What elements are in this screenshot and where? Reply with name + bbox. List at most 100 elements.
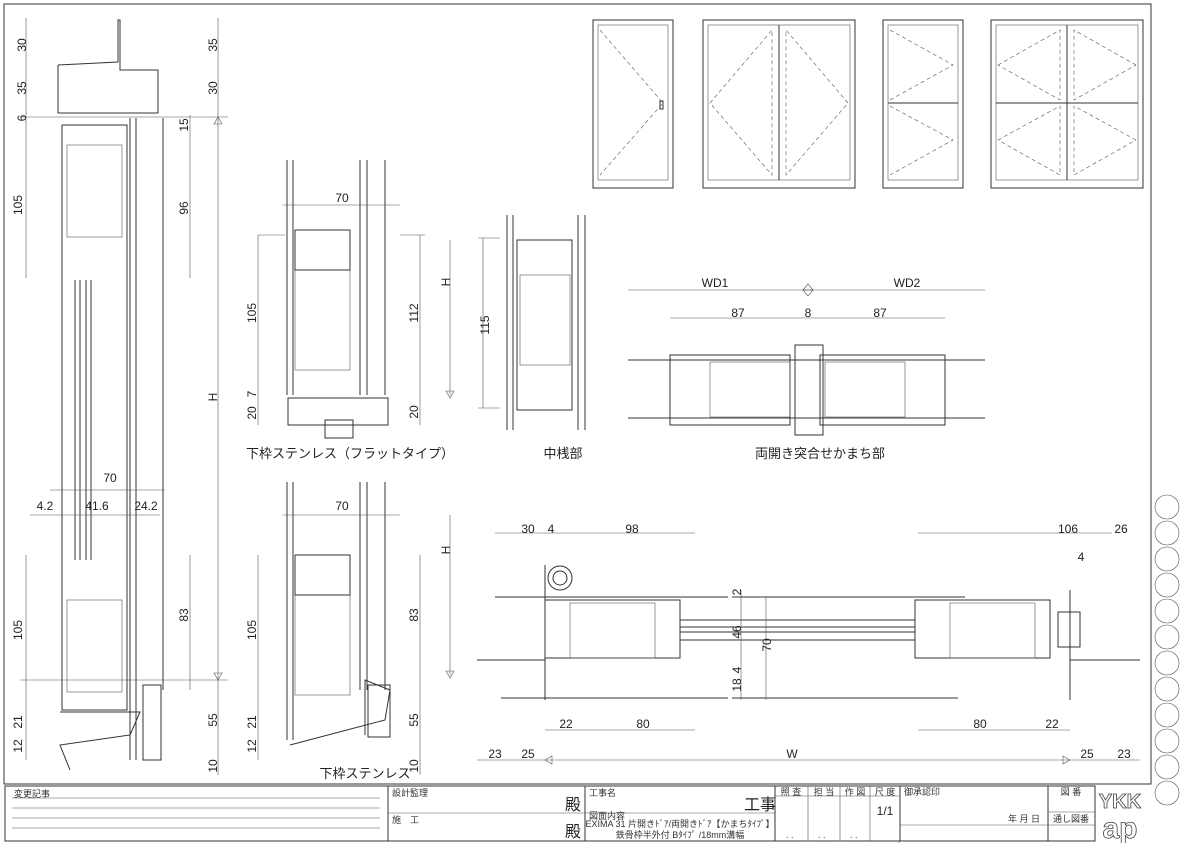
dim-98: 98 <box>625 522 639 536</box>
dim-22-right: 22 <box>1045 717 1059 731</box>
change-record-label: 変更記事 <box>14 788 50 799</box>
transom-section: 115 中桟部 <box>478 215 586 461</box>
dim-4-2: 4.2 <box>37 499 54 513</box>
dim-right-2: 30 <box>206 81 220 95</box>
door-elevation-single <box>592 19 674 189</box>
scale-label: 尺 度 <box>875 786 896 797</box>
dim-106: 106 <box>1058 522 1078 536</box>
view-label-transom: 中桟部 <box>543 446 582 461</box>
dim-width-70: 70 <box>103 471 117 485</box>
dim-left-5: 105 <box>11 620 25 640</box>
dim-80-left: 80 <box>636 717 650 731</box>
dim-87-right: 87 <box>873 306 887 320</box>
drafted-label: 作 図 <box>845 786 866 797</box>
dim-30: 30 <box>521 522 535 536</box>
dim-23-right: 23 <box>1117 747 1131 761</box>
honorific-2: 殿 <box>565 823 581 841</box>
dim-left-3: 6 <box>15 114 29 121</box>
title-block: 変更記事 設計監理 施 工 殿 殿 工事名 工事 図面内容 EXIMA 31 片… <box>4 785 1096 843</box>
dim-right-7: 10 <box>206 759 220 773</box>
dim-112: 112 <box>407 303 421 322</box>
drafted-dots: . . <box>850 830 858 840</box>
reference-circles <box>1154 494 1180 806</box>
horizontal-plan-section: 30 4 98 106 26 4 2 46 70 4 18 22 80 80 2… <box>477 522 1140 765</box>
dim-46: 46 <box>730 625 744 639</box>
dim-83: 83 <box>407 608 421 622</box>
meeting-stile-section: WD1 WD2 87 8 87 両開き突合せかまち部 <box>628 276 985 461</box>
dim-24-2: 24.2 <box>134 499 158 513</box>
dim-left-7: 12 <box>11 739 25 753</box>
dim-23-left: 23 <box>488 747 502 761</box>
approval-label: 御承認印 <box>904 786 940 797</box>
date-label: 年 月 日 <box>1008 813 1040 824</box>
check-dots: . . <box>786 830 794 840</box>
dim-105: 105 <box>245 620 259 640</box>
scale-value: 1/1 <box>877 804 894 818</box>
dim-4: 4 <box>548 522 555 536</box>
ykk-ap-logo: YKK ap <box>1098 791 1142 843</box>
in-charge-dots: . . <box>818 830 826 840</box>
dim-left-4: 105 <box>11 195 25 215</box>
dim-4-right: 4 <box>1078 550 1085 564</box>
logo-ykk: YKK <box>1099 791 1142 813</box>
dim-70: 70 <box>760 638 774 652</box>
view-label-sill-stainless: 下枠ステンレス <box>319 766 410 781</box>
logo-ap: ap <box>1102 812 1137 843</box>
drawing-no-label: 図 番 <box>1061 786 1082 797</box>
dim-80-right: 80 <box>973 717 987 731</box>
dim-right-3: 15 <box>177 118 191 132</box>
serial-no-label: 通し図番 <box>1053 813 1089 824</box>
construction-label: 施 工 <box>392 814 419 825</box>
dim-left-2: 35 <box>15 81 29 95</box>
dim-left-6: 21 <box>11 715 25 729</box>
vertical-section-full <box>20 18 228 775</box>
head-jamb-dimensions: 30 35 6 105 105 21 12 35 30 15 96 H 83 5… <box>11 38 220 773</box>
dim-wd2: WD2 <box>894 276 921 290</box>
view-label-sill-flat: 下枠ステンレス（フラットタイプ） <box>246 446 454 461</box>
dim-wd1: WD1 <box>702 276 729 290</box>
dim-right-5: 83 <box>177 608 191 622</box>
project-name-label: 工事名 <box>589 787 616 798</box>
drawing-content-line2: 鉄骨枠半外付 Bﾀｲﾌﾟ /18mm溝幅 <box>616 829 745 840</box>
project-suffix: 工事 <box>744 796 776 814</box>
dim-10: 10 <box>407 759 421 773</box>
dim-21: 21 <box>245 715 259 729</box>
dim-right-4: 96 <box>177 201 191 215</box>
dim-8: 8 <box>805 306 812 320</box>
sill-stainless-section: 70 105 83 H 55 21 12 10 下枠ステンレス <box>245 482 455 781</box>
dim-h: H <box>439 546 453 555</box>
dim-70: 70 <box>335 499 349 513</box>
drawing-content-label: 図面内容 <box>589 810 625 821</box>
honorific-1: 殿 <box>565 796 581 814</box>
dim-41-6: 41.6 <box>85 499 109 513</box>
dim-right-6: 55 <box>206 713 220 727</box>
dim-20-left: 20 <box>245 406 259 420</box>
check-label: 照 査 <box>781 786 802 797</box>
dim-w: W <box>786 747 798 761</box>
dim-25-right: 25 <box>1080 747 1094 761</box>
dim-25-left: 25 <box>521 747 535 761</box>
dim-55: 55 <box>407 713 421 727</box>
dim-right-1: 35 <box>206 38 220 52</box>
dim-4-mid: 4 <box>730 666 744 673</box>
dim-right-h: H <box>206 393 220 402</box>
dim-7: 7 <box>245 390 259 397</box>
dim-20-right: 20 <box>407 405 421 419</box>
dim-115: 115 <box>478 315 492 334</box>
dim-left-1: 30 <box>15 38 29 52</box>
dim-22-left: 22 <box>559 717 573 731</box>
dim-18: 18 <box>730 678 744 692</box>
dim-26: 26 <box>1114 522 1128 536</box>
door-elevation-single-transom <box>882 19 964 189</box>
dim-87-left: 87 <box>731 306 745 320</box>
dim-70: 70 <box>335 191 349 205</box>
dim-12: 12 <box>245 739 259 753</box>
drawing-border <box>3 3 1152 785</box>
dim-2: 2 <box>730 588 744 595</box>
sill-flat-section: 70 105 112 H 20 7 20 下枠ステンレス（フラットタイプ） <box>245 160 455 461</box>
drawing-content-line1: EXIMA 31 片開きﾄﾞｱ/両開きﾄﾞｱ【かまちﾀｲﾌﾟ】 <box>585 818 774 829</box>
in-charge-label: 担 当 <box>814 786 835 797</box>
door-elevation-double-transom <box>990 19 1144 189</box>
view-label-meeting-stile: 両開き突合せかまち部 <box>755 446 885 461</box>
